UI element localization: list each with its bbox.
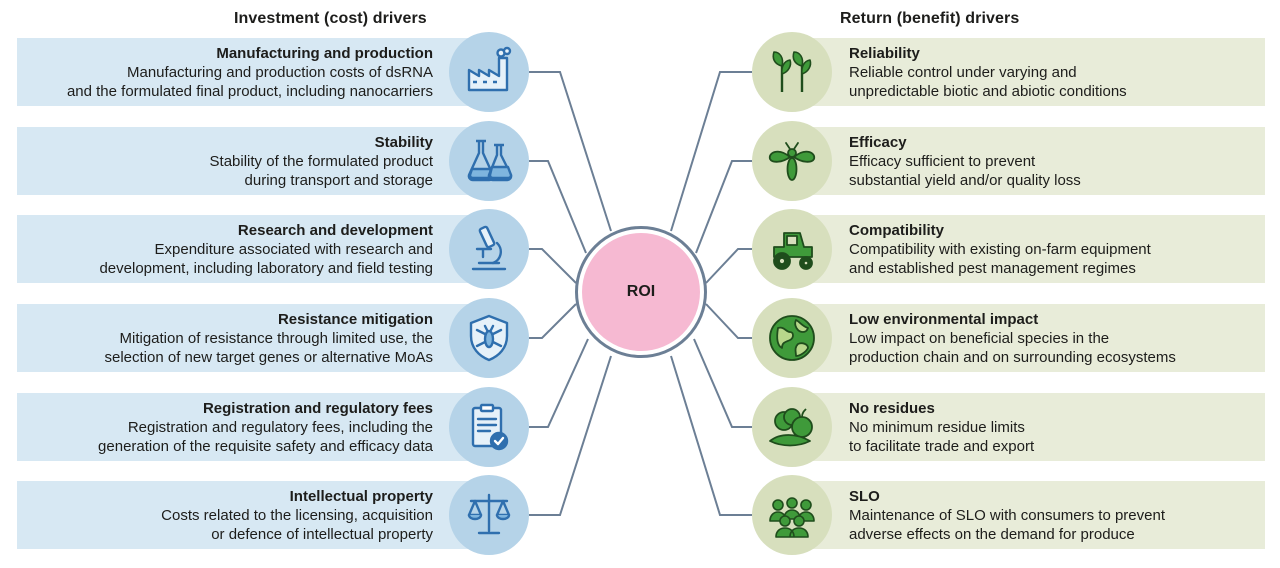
cost-driver-title: Resistance mitigation	[277, 310, 433, 328]
connector-line-right	[695, 160, 752, 254]
cost-driver-title: Intellectual property	[289, 487, 433, 505]
benefit-driver-residues: No residues No minimum residue limits to…	[792, 393, 1265, 461]
benefit-driver-title: Reliability	[849, 44, 920, 62]
connector-line-left	[529, 71, 612, 232]
cost-driver-title: Research and development	[237, 221, 433, 239]
roi-circle: ROI	[575, 226, 707, 358]
shield-bug-icon	[449, 298, 529, 378]
benefit-driver-title: SLO	[849, 487, 880, 505]
benefit-driver-reliability: Reliability Reliable control under varyi…	[792, 38, 1265, 106]
benefit-driver-description: Low impact on beneficial species in the …	[849, 329, 1176, 366]
benefit-driver-title: Compatibility	[849, 221, 945, 239]
cost-driver-description: Mitigation of resistance through limited…	[104, 329, 433, 366]
benefit-driver-slo: SLO Maintenance of SLO with consumers to…	[792, 481, 1265, 549]
globe-icon	[752, 298, 832, 378]
cost-driver-stability: Stability Stability of the formulated pr…	[17, 127, 473, 195]
cost-driver-intellectual-property: Intellectual property Costs related to t…	[17, 481, 473, 549]
benefit-driver-description: Compatibility with existing on-farm equi…	[849, 240, 1151, 277]
cost-driver-description: Manufacturing and production costs of ds…	[66, 63, 433, 100]
investment-drivers-heading: Investment (cost) drivers	[234, 10, 427, 27]
connector-line-right	[705, 303, 752, 339]
cost-driver-description: Expenditure associated with research and…	[99, 240, 433, 277]
benefit-driver-efficacy: Efficacy Efficacy sufficient to prevent …	[792, 127, 1265, 195]
connector-line-left	[529, 160, 587, 254]
plants-icon	[752, 32, 832, 112]
produce-icon	[752, 387, 832, 467]
roi-inner: ROI	[582, 233, 700, 351]
benefit-driver-title: No residues	[849, 399, 935, 417]
tractor-icon	[752, 209, 832, 289]
insect-icon	[752, 121, 832, 201]
cost-driver-research: Research and development Expenditure ass…	[17, 215, 473, 283]
connector-line-right	[693, 338, 752, 428]
connector-line-left	[529, 338, 589, 428]
scales-icon	[449, 475, 529, 555]
connector-line-left	[529, 355, 612, 516]
cost-driver-title: Stability	[374, 133, 433, 151]
benefit-driver-description: Efficacy sufficient to prevent substanti…	[849, 152, 1081, 189]
cost-driver-title: Manufacturing and production	[216, 44, 433, 62]
benefit-driver-description: No minimum residue limits to facilitate …	[849, 418, 1035, 455]
cost-driver-title: Registration and regulatory fees	[202, 399, 433, 417]
benefit-driver-title: Low environmental impact	[849, 310, 1039, 328]
connector-line-left	[529, 303, 577, 339]
benefit-driver-title: Efficacy	[849, 133, 907, 151]
cost-driver-description: Stability of the formulated product duri…	[209, 152, 433, 189]
cost-driver-registration: Registration and regulatory fees Registr…	[17, 393, 473, 461]
return-drivers-heading: Return (benefit) drivers	[840, 10, 1020, 27]
connector-line-right	[670, 71, 752, 232]
connector-line-left	[529, 248, 577, 284]
roi-label: ROI	[626, 283, 656, 300]
cost-driver-description: Costs related to the licensing, acquisit…	[161, 506, 433, 543]
cost-driver-manufacturing: Manufacturing and production Manufacturi…	[17, 38, 473, 106]
factory-icon	[449, 32, 529, 112]
microscope-icon	[449, 209, 529, 289]
benefit-driver-environment: Low environmental impact Low impact on b…	[792, 304, 1265, 372]
connector-line-right	[670, 355, 752, 516]
crowd-icon	[752, 475, 832, 555]
cost-driver-description: Registration and regulatory fees, includ…	[98, 418, 433, 455]
benefit-driver-description: Reliable control under varying and unpre…	[849, 63, 1127, 100]
cost-driver-resistance: Resistance mitigation Mitigation of resi…	[17, 304, 473, 372]
benefit-driver-compatibility: Compatibility Compatibility with existin…	[792, 215, 1265, 283]
flasks-icon	[449, 121, 529, 201]
benefit-driver-description: Maintenance of SLO with consumers to pre…	[849, 506, 1165, 543]
connector-line-right	[705, 248, 752, 284]
clipboard-check-icon	[449, 387, 529, 467]
